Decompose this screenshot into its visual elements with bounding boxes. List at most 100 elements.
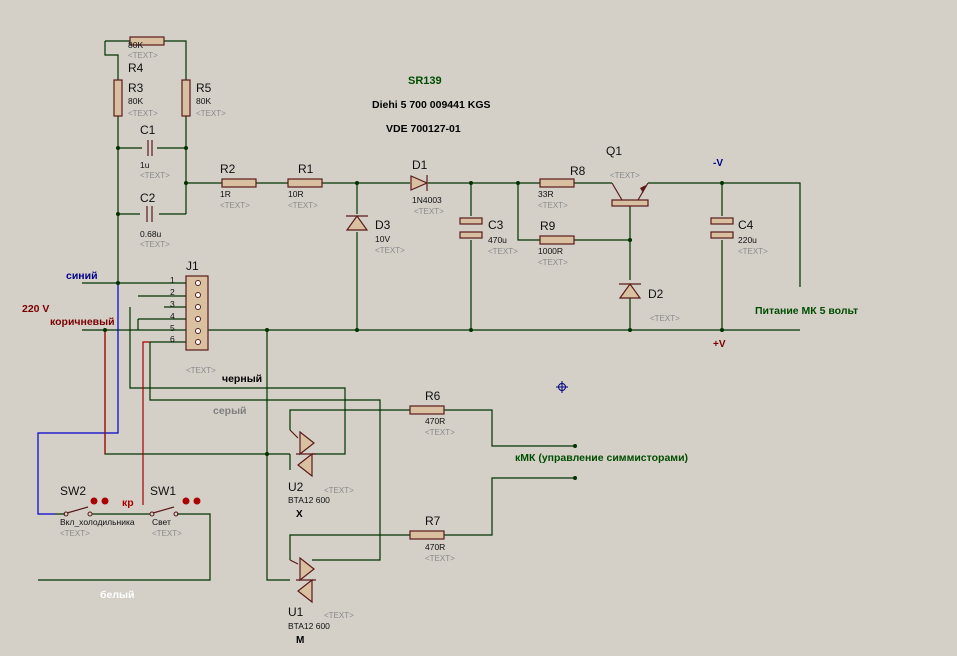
sw2-ref: SW2 — [60, 484, 86, 498]
r1-ref: R1 — [298, 162, 314, 176]
diode-d1[interactable]: D1 1N4003 <TEXT> — [410, 158, 444, 216]
u1-ref: U1 — [288, 605, 304, 619]
c2-ref: C2 — [140, 191, 156, 205]
q1-ref: Q1 — [606, 144, 622, 158]
r2-value: 1R — [220, 189, 231, 199]
triac-u1[interactable]: U1 BTA12 600 <TEXT> M — [288, 556, 354, 646]
c1-value: 1u — [140, 160, 150, 170]
j1-pin6: 6 — [170, 334, 175, 344]
triac-u2[interactable]: U2 BTA12 600 <TEXT> X — [288, 429, 354, 520]
label-white: белый — [100, 589, 134, 601]
j1-pin1: 1 — [170, 275, 175, 285]
c3-text: <TEXT> — [488, 247, 518, 256]
zener-d2[interactable]: D2 <TEXT> — [618, 282, 680, 323]
u2-ref: U2 — [288, 480, 304, 494]
r6-ref: R6 — [425, 389, 441, 403]
u1-value: BTA12 600 — [288, 621, 330, 631]
resistor-r7[interactable]: R7 470R <TEXT> — [409, 514, 455, 563]
capacitor-c3[interactable]: C3 470u <TEXT> — [459, 217, 518, 256]
r1-value: 10R — [288, 189, 304, 199]
r8-ref: R8 — [570, 164, 586, 178]
label-pos-v: +V — [713, 339, 726, 350]
sw1-text: <TEXT> — [152, 529, 182, 538]
c4-value: 220u — [738, 235, 757, 245]
crosshair-marker-icon — [556, 381, 568, 393]
c3-ref: C3 — [488, 218, 504, 232]
resistor-r-top[interactable]: 80K <TEXT> — [128, 36, 165, 60]
j1-pin4: 4 — [170, 311, 175, 321]
c2-value: 0.68u — [140, 229, 162, 239]
r6-text: <TEXT> — [425, 428, 455, 437]
c4-text: <TEXT> — [738, 247, 768, 256]
u1-text: <TEXT> — [324, 611, 354, 620]
r-top-text: <TEXT> — [128, 51, 158, 60]
capacitor-c4[interactable]: C4 220u <TEXT> — [710, 217, 768, 256]
u2-tag: X — [296, 509, 303, 520]
sw2-label: Вкл_холодильника — [60, 517, 135, 527]
j1-pin3: 3 — [170, 299, 175, 309]
resistor-r5[interactable]: R5 80K <TEXT> — [181, 79, 226, 118]
label-kmk: кМК (управление симмисторами) — [515, 452, 688, 464]
r3-ref: R3 — [128, 81, 144, 95]
c1-text: <TEXT> — [140, 171, 170, 180]
d3-text: <TEXT> — [375, 246, 405, 255]
d2-text: <TEXT> — [650, 314, 680, 323]
resistor-r8[interactable]: R8 33R <TEXT> — [538, 164, 586, 210]
switch-sw1[interactable]: SW1 Свет <TEXT> — [149, 484, 201, 538]
resistor-r9[interactable]: R9 1000R <TEXT> — [538, 219, 575, 267]
capacitor-c2[interactable]: C2 0.68u <TEXT> — [140, 191, 170, 249]
r6-value: 470R — [425, 416, 445, 426]
d3-value: 10V — [375, 234, 390, 244]
wires — [37, 40, 801, 581]
resistor-r1[interactable]: R1 10R <TEXT> — [287, 162, 323, 210]
r8-text: <TEXT> — [538, 201, 568, 210]
r7-text: <TEXT> — [425, 554, 455, 563]
title-line1: SR139 — [408, 75, 442, 87]
zener-d3[interactable]: D3 10V <TEXT> — [345, 214, 405, 255]
sw1-ref: SW1 — [150, 484, 176, 498]
d2-ref: D2 — [648, 287, 664, 301]
r5-ref: R5 — [196, 81, 212, 95]
r8-value: 33R — [538, 189, 554, 199]
sw2-text: <TEXT> — [60, 529, 90, 538]
resistor-r6[interactable]: R6 470R <TEXT> — [409, 389, 455, 437]
r9-text: <TEXT> — [538, 258, 568, 267]
transistor-q1[interactable]: Q1 <TEXT> — [606, 144, 649, 207]
u1-tag: M — [296, 635, 304, 646]
label-neg-v: -V — [713, 158, 723, 169]
connector-j1[interactable]: J1 1 2 3 4 5 6 <TEXT> — [170, 259, 216, 375]
q1-text: <TEXT> — [610, 171, 640, 180]
r7-value: 470R — [425, 542, 445, 552]
r4-ref: R4 — [128, 61, 144, 75]
label-red: кр — [122, 497, 134, 509]
j1-pin5: 5 — [170, 323, 175, 333]
capacitor-c1[interactable]: C1 1u <TEXT> — [140, 123, 170, 180]
r-top-value: 80K — [128, 40, 143, 50]
u2-text: <TEXT> — [324, 486, 354, 495]
r5-value: 80K — [196, 96, 211, 106]
j1-pin2: 2 — [170, 287, 175, 297]
resistor-r2[interactable]: R2 1R <TEXT> — [220, 162, 257, 210]
switch-sw2[interactable]: SW2 Вкл_холодильника <TEXT> — [60, 484, 135, 538]
c1-ref: C1 — [140, 123, 156, 137]
r1-text: <TEXT> — [288, 201, 318, 210]
r3-value: 80K — [128, 96, 143, 106]
r9-ref: R9 — [540, 219, 556, 233]
c4-ref: C4 — [738, 218, 754, 232]
label-power-mk: Питание МК 5 вольт — [755, 305, 858, 317]
d1-ref: D1 — [412, 158, 428, 172]
r7-ref: R7 — [425, 514, 441, 528]
junctions — [103, 146, 724, 480]
resistor-r3[interactable]: R3 80K <TEXT> — [113, 79, 158, 118]
c2-text: <TEXT> — [140, 240, 170, 249]
label-gray: серый — [213, 405, 247, 417]
label-black: черный — [222, 373, 262, 385]
r3-text: <TEXT> — [128, 109, 158, 118]
d1-text: <TEXT> — [414, 207, 444, 216]
c3-value: 470u — [488, 235, 507, 245]
title-line2: Diehi 5 700 009441 KGS — [372, 99, 491, 111]
sw1-label: Свет — [152, 517, 171, 527]
label-blue: синий — [66, 270, 98, 282]
j1-text: <TEXT> — [186, 366, 216, 375]
